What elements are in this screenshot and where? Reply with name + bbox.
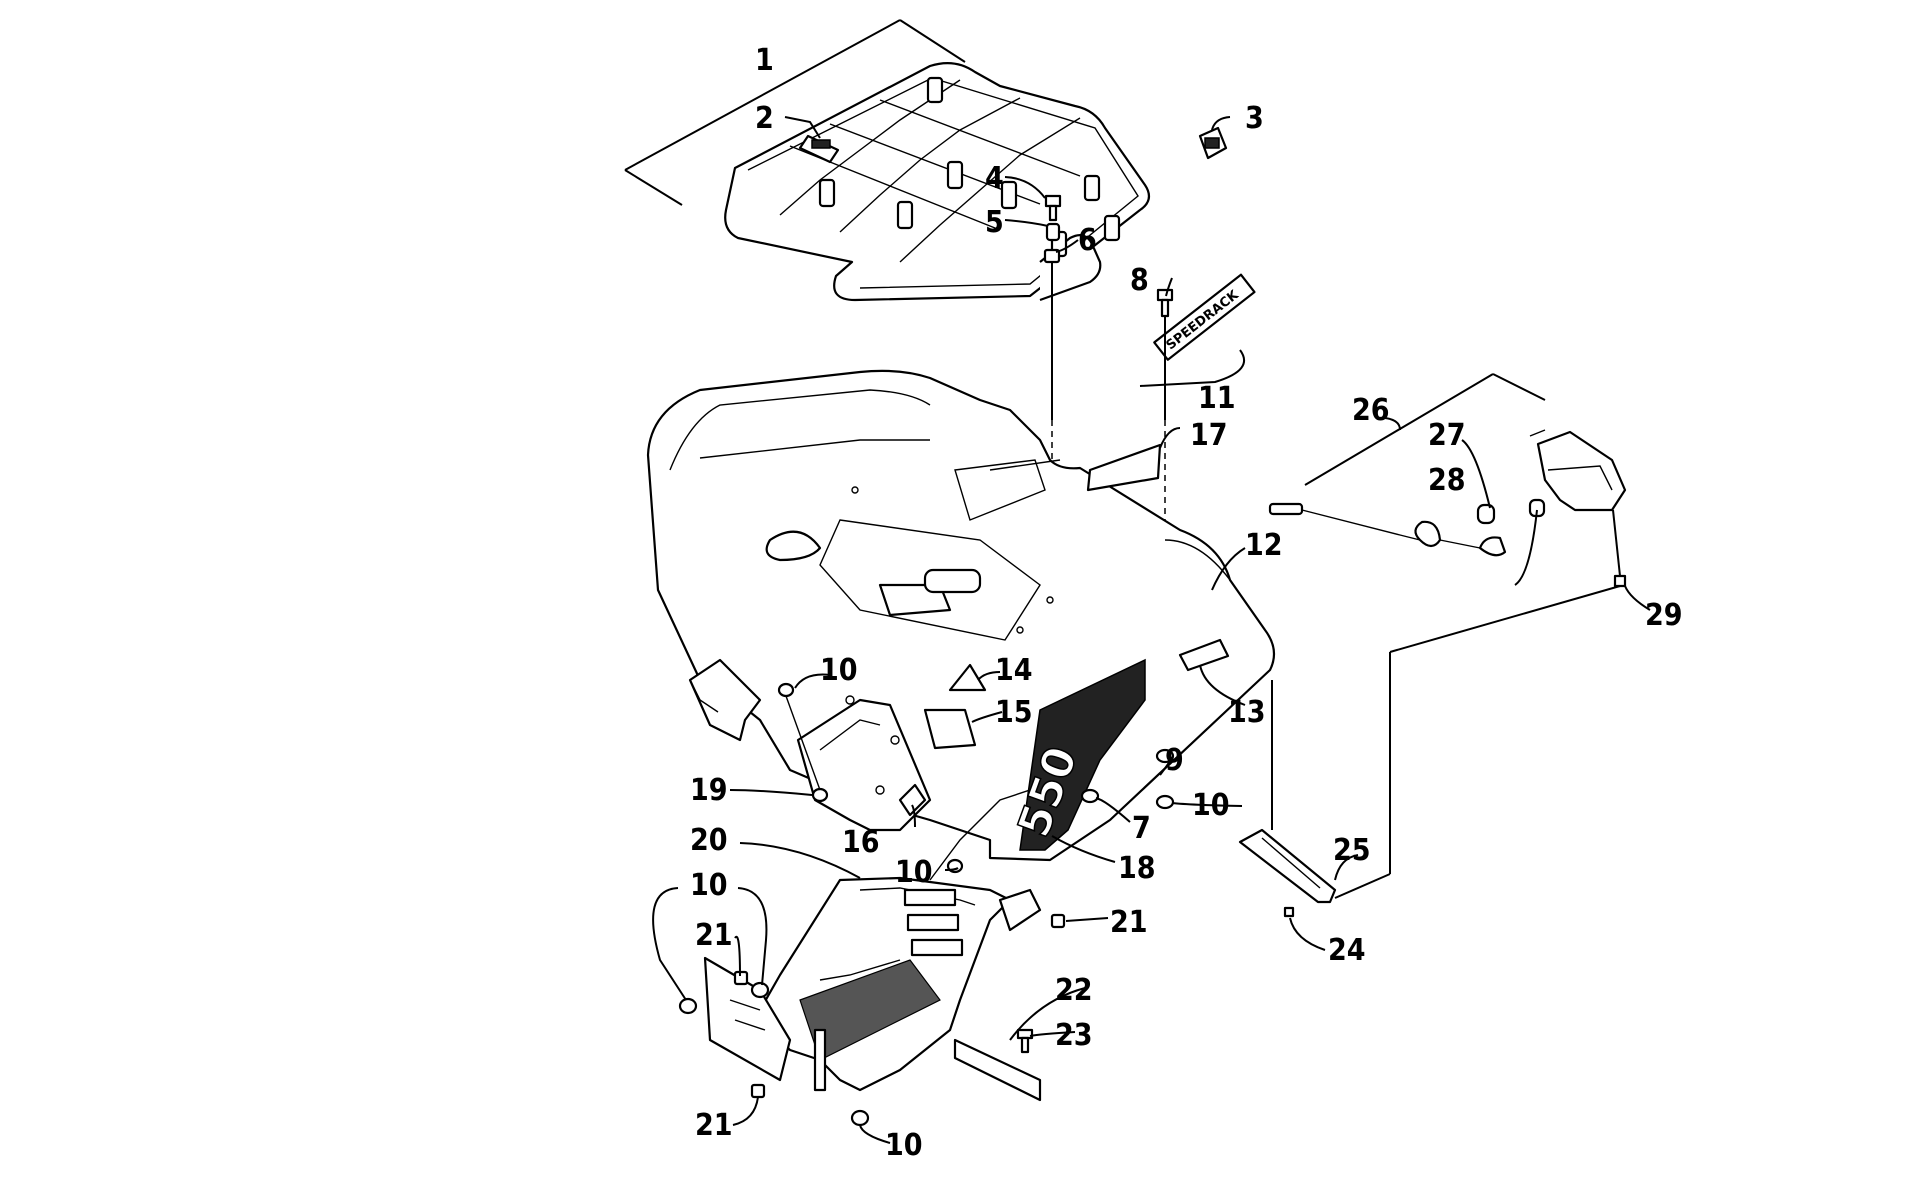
callout-23: 23 xyxy=(1055,1018,1093,1053)
rack-area-decal xyxy=(1086,443,1162,492)
push-nuts xyxy=(777,682,1175,874)
callout-10-mid: 10 xyxy=(895,855,933,890)
callout-3: 3 xyxy=(1245,101,1264,136)
callout-24: 24 xyxy=(1328,933,1366,968)
callout-19: 19 xyxy=(690,773,728,808)
callout-20: 20 xyxy=(690,823,728,858)
callout-12: 12 xyxy=(1245,528,1283,563)
callout-10-upper: 10 xyxy=(820,653,858,688)
callout-10-right: 10 xyxy=(1192,788,1230,823)
rack-latch xyxy=(798,134,840,164)
callout-9: 9 xyxy=(1165,743,1184,778)
callout-21-right: 21 xyxy=(1110,905,1148,940)
step-screw xyxy=(1016,1028,1034,1054)
callout-21-bottom: 21 xyxy=(695,1108,733,1143)
leader-lines xyxy=(652,116,1651,1144)
rack-decal-text: SPEEDRACK xyxy=(1164,287,1243,353)
callout-4: 4 xyxy=(985,161,1004,196)
rear-rack: SPEEDRACK xyxy=(624,19,1256,361)
callout-7: 7 xyxy=(1132,811,1151,846)
callout-29: 29 xyxy=(1645,598,1683,633)
rack-bolt xyxy=(1156,288,1174,318)
callout-14: 14 xyxy=(995,653,1033,688)
rack-clip xyxy=(1198,126,1228,160)
callout-2: 2 xyxy=(755,101,774,136)
callout-labels: 1 2 3 4 5 6 8 11 17 12 13 14 15 10 9 10 … xyxy=(690,43,1683,1163)
callout-16: 16 xyxy=(842,825,880,860)
side-decal xyxy=(898,783,927,817)
callout-18: 18 xyxy=(1118,851,1156,886)
callout-10-left: 10 xyxy=(690,868,728,903)
fender-emblem xyxy=(1178,638,1230,672)
info-label-decal xyxy=(923,708,977,750)
callout-25: 25 xyxy=(1333,833,1371,868)
footwell xyxy=(703,876,1042,1092)
callout-17: 17 xyxy=(1190,418,1228,453)
callout-5: 5 xyxy=(985,205,1004,240)
callout-28: 28 xyxy=(1428,463,1466,498)
footwell-push-nuts xyxy=(678,981,870,1127)
callout-1: 1 xyxy=(755,43,774,78)
step-strip xyxy=(953,1038,1042,1102)
callout-22: 22 xyxy=(1055,973,1093,1008)
callout-13: 13 xyxy=(1228,695,1266,730)
callout-26: 26 xyxy=(1352,393,1390,428)
bolt-spacer-nut-stack xyxy=(1043,194,1062,264)
warning-decal xyxy=(948,663,987,692)
tail-light-bracket xyxy=(1238,828,1337,918)
callout-27: 27 xyxy=(1428,418,1466,453)
callout-21-left: 21 xyxy=(695,918,733,953)
callout-6: 6 xyxy=(1078,223,1097,258)
callout-10-bottom: 10 xyxy=(885,1128,923,1163)
callout-8: 8 xyxy=(1130,263,1149,298)
footwell-screws xyxy=(733,913,1066,1099)
callout-15: 15 xyxy=(995,695,1033,730)
callout-11: 11 xyxy=(1198,381,1236,416)
